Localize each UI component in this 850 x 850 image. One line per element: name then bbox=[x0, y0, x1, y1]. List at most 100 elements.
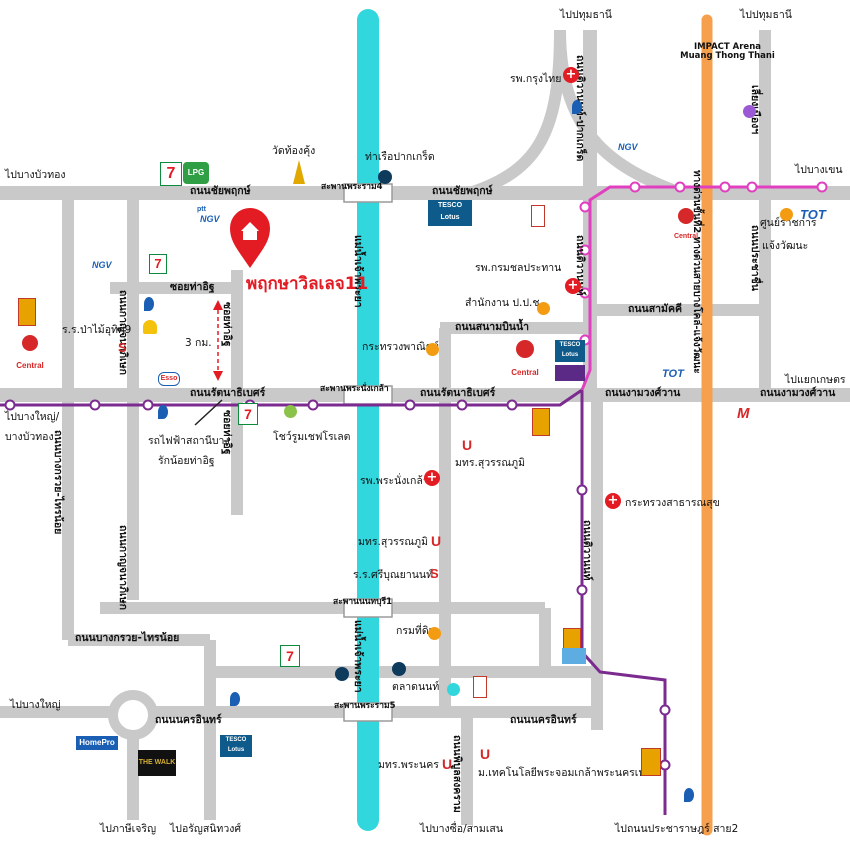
destination-label: ไปบางเขน bbox=[795, 164, 843, 176]
central-emblem-icon bbox=[516, 340, 534, 358]
place-label: ศูนย์ราชการ bbox=[760, 217, 817, 229]
school-s-icon: S bbox=[430, 566, 439, 581]
destination-label: ไปภาษีเจริญ bbox=[100, 823, 157, 835]
place-label: ม.เทคโนโลยีพระจอมเกล้าพระนครเหนือ bbox=[478, 767, 659, 779]
place-label: ร.ร.ป่าไม้อุทิศ9 bbox=[62, 324, 132, 336]
bridges bbox=[343, 183, 393, 722]
destination-label: ไปบางใหญ่ bbox=[10, 699, 61, 711]
building-icon bbox=[531, 205, 545, 227]
roundabout bbox=[108, 690, 158, 740]
destination-label: ไปบางบัวทอง bbox=[5, 169, 66, 181]
bridge-label: สะพานพระราม4 bbox=[321, 182, 383, 192]
road-label: ถนนบางกรวย-ไทรน้อย bbox=[75, 632, 180, 644]
destination-label: ไปถนนประชาราษฎร์ สาย2 bbox=[615, 823, 739, 835]
market-dot-icon bbox=[447, 683, 460, 696]
arrow-down-icon bbox=[213, 371, 223, 381]
boat-icon bbox=[335, 667, 349, 681]
government-dot-icon bbox=[428, 627, 441, 640]
ngv-icon: NGV bbox=[92, 260, 112, 270]
place-label: วัดท้องคุ้ง bbox=[272, 145, 316, 157]
place-label: ร.ร.ศรีบุณยานนท์ bbox=[353, 569, 433, 581]
place-label: รักน้อยท่าอิฐ bbox=[158, 455, 215, 467]
central-icon: Central bbox=[673, 233, 699, 240]
place-label: รพ.กรุงไทย bbox=[510, 73, 562, 85]
seven-eleven-icon: 7 bbox=[160, 162, 182, 186]
central-icon: Central bbox=[16, 361, 44, 370]
road-label: ถนนนครอินทร์ bbox=[510, 714, 577, 726]
home-marker-icon bbox=[230, 208, 270, 268]
road-label-vertical: ถนนพิบูลสงคราม bbox=[451, 735, 463, 813]
government-dot-icon bbox=[780, 208, 793, 221]
gas-station-icon bbox=[158, 405, 168, 419]
lpg-icon: LPG bbox=[183, 162, 209, 184]
place-label: กรมที่ดิน bbox=[396, 625, 436, 637]
hospital-cross-icon: + bbox=[605, 493, 621, 509]
road-label: ถนนรัตนาธิเบศร์ bbox=[420, 387, 496, 399]
gas-station-icon bbox=[230, 692, 240, 706]
place-label: รถไฟฟ้าสถานีบาง bbox=[148, 435, 230, 447]
tot-icon: TOT bbox=[662, 368, 684, 380]
place-label: รพ.พระนั่งเกล้า bbox=[360, 475, 429, 487]
hospital-cross-icon: + bbox=[563, 67, 579, 83]
gas-station-icon bbox=[684, 788, 694, 802]
bridge-label: สะพานนนทบุรี1 bbox=[333, 597, 393, 607]
road-label: ถนนชัยพฤกษ์ bbox=[432, 185, 493, 197]
government-dot-icon bbox=[537, 302, 550, 315]
homepro-icon: HomePro bbox=[76, 736, 118, 750]
central-icon: Central bbox=[511, 368, 539, 377]
arrow-up-icon bbox=[213, 300, 223, 310]
gas-station-icon bbox=[144, 297, 154, 311]
road-label: ถนนงามวงศ์วาน bbox=[760, 387, 836, 399]
distance-label: 3 กม. bbox=[185, 337, 212, 349]
place-label: รพ.กรมชลประทาน bbox=[475, 262, 562, 274]
university-u-icon: U bbox=[462, 437, 473, 453]
road-label-vertical: ซอยท่าอิฐ bbox=[221, 302, 233, 347]
road-label: ถนนชัยพฤกษ์ bbox=[190, 185, 251, 197]
seven-eleven-icon: 7 bbox=[238, 403, 258, 425]
road-label-vertical: ถนนประชาชื่น bbox=[749, 225, 761, 291]
road-label: ถนนรัตนาธิเบศร์ bbox=[190, 387, 266, 399]
road-label: ซอยท่าอิฐ bbox=[170, 281, 215, 293]
river-label: แม่น้ำเจ้าพระยา bbox=[352, 620, 364, 693]
road-label: ถนนสนามบินน้ำ bbox=[455, 321, 530, 333]
bridge-label: สะพานพระนั่งเกล้า bbox=[320, 384, 389, 394]
place-label: ท่าเรือปากเกร็ด bbox=[365, 151, 435, 163]
road-label-vertical: ถนนกาญจนาภิเษก bbox=[117, 525, 129, 610]
ngv-icon: NGV bbox=[200, 214, 220, 224]
showroom-dot-icon bbox=[284, 405, 297, 418]
road-label: ถนนสามัคคี bbox=[628, 303, 682, 315]
mall-icon bbox=[555, 365, 585, 381]
building-icon bbox=[473, 676, 487, 698]
river-label: แม่น้ำเจ้าพระยา bbox=[352, 235, 364, 308]
tot-icon: TOT bbox=[800, 207, 826, 222]
destination-label: ไปแยกเกษตร bbox=[785, 374, 846, 386]
property-name: พฤกษาวิลเลจ11 bbox=[246, 274, 369, 294]
bridge-label: สะพานพระราม5 bbox=[334, 701, 396, 711]
road-label-vertical: ซอยท่าอิฐ bbox=[221, 410, 233, 455]
boat-icon bbox=[378, 170, 392, 184]
brand-logo-icon bbox=[18, 298, 36, 326]
place-label: กระทรวงพาณิชย์ bbox=[362, 341, 440, 353]
destination-label: ไปอรัญสนิทวงศ์ bbox=[170, 823, 242, 835]
central-emblem-icon bbox=[678, 208, 694, 224]
university-u-icon: U bbox=[442, 756, 453, 772]
destination-label: ไปปทุมธานี bbox=[560, 9, 612, 21]
the-walk-icon: THE WALK bbox=[138, 750, 176, 776]
arena-dot-icon bbox=[743, 105, 756, 118]
university-u-icon: U bbox=[431, 533, 442, 549]
mall-icon bbox=[562, 648, 586, 664]
place-label: แจ้งวัฒนะ bbox=[762, 240, 809, 252]
road-label: ถนนงามวงศ์วาน bbox=[605, 387, 681, 399]
road-label-vertical: ถนนบางกรวย-ไทรน้อย bbox=[52, 430, 64, 535]
university-u-icon: U bbox=[480, 746, 491, 762]
destination-label: ไปบางใหญ่/ bbox=[5, 411, 60, 423]
place-label: มทร.สุวรรณภูมิ bbox=[358, 536, 428, 548]
ptt-icon: ptt bbox=[197, 206, 206, 213]
place-label: โชว์รูมเชฟโรเลต bbox=[273, 431, 351, 443]
central-emblem-icon bbox=[22, 335, 38, 351]
hospital-cross-icon: + bbox=[565, 278, 581, 294]
destination-label: ไปปทุมธานี bbox=[740, 9, 792, 21]
shell-icon bbox=[143, 320, 157, 334]
